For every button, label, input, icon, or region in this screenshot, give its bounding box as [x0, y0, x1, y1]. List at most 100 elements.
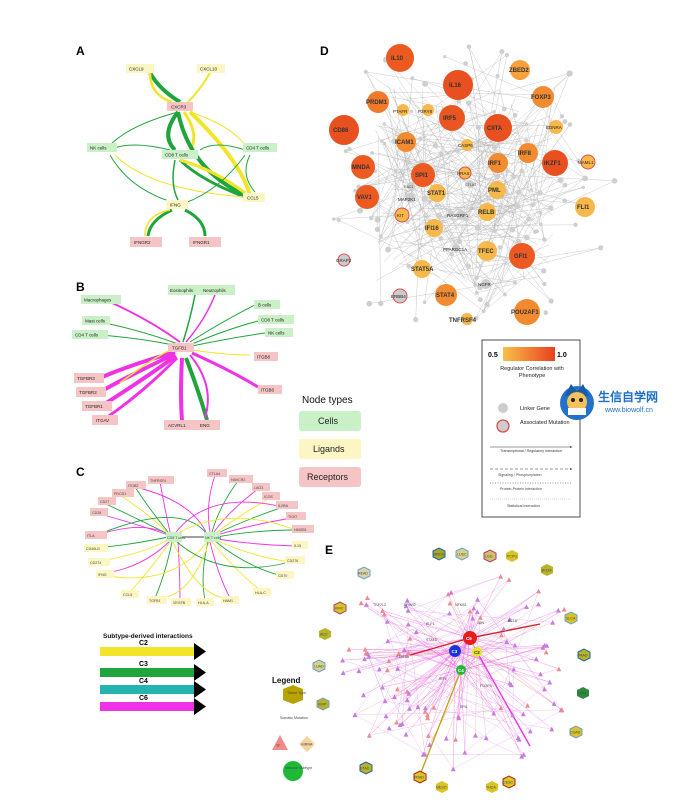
- center-c6: C6: [466, 636, 472, 641]
- itgb2-node: ITGB2: [128, 484, 138, 488]
- tf-node: [499, 632, 504, 638]
- linker-gene-dot: [523, 234, 530, 241]
- tf-node: [427, 742, 432, 747]
- highlight-edge: [476, 651, 531, 747]
- interaction-edge: [392, 231, 410, 267]
- interaction-edge: [459, 191, 529, 220]
- interaction-edge: [421, 205, 519, 210]
- linker-gene-dot: [519, 168, 524, 174]
- regulatory-edge: [460, 658, 537, 671]
- maml1-node: MAML1: [578, 160, 594, 165]
- ccl5-c-node: CCL5: [123, 593, 132, 597]
- linker-gene-dot: [382, 141, 387, 146]
- regulatory-edge: [367, 637, 471, 654]
- linker-gene-dot: [374, 216, 381, 223]
- regulatory-edge: [460, 669, 465, 753]
- interaction-edge: [500, 169, 519, 207]
- regulatory-edge: [493, 590, 539, 714]
- regulatory-edge: [382, 669, 462, 688]
- cxcl9-node: CXCL9: [129, 67, 144, 72]
- nk-cells-node: NK cells: [90, 146, 107, 151]
- e-legend-title: Legend: [272, 676, 301, 685]
- neutrophils-node: Neutrophils: [203, 288, 227, 293]
- tumor-kirp: KIRP: [318, 703, 327, 707]
- regulatory-edge: [387, 640, 550, 683]
- linker-gene-dot: [473, 315, 479, 321]
- interaction-edge: [388, 85, 422, 163]
- regulatory-edge: [354, 714, 425, 755]
- panel-e-tumor-types: BRCA LUSC LGG PCPG SKCM READ KIRC SLCA A…: [312, 547, 591, 793]
- linker-gene-dot: [438, 151, 444, 157]
- scale-caption: Regulator Correlation with Phenotype: [500, 366, 564, 379]
- rasgrf1-node: RASGRF1: [447, 213, 469, 218]
- regulatory-edge: [406, 650, 456, 692]
- linker-gene-dot: [422, 300, 427, 305]
- regulatory-edge: [387, 669, 454, 769]
- tf-stat3: STAT3: [426, 638, 437, 642]
- regulatory-edge: [408, 652, 462, 671]
- linker-gene-dot: [516, 204, 521, 209]
- highlight-edge: [419, 669, 462, 776]
- tf-node: [404, 597, 410, 603]
- tf-node: [397, 722, 403, 727]
- linker-gene-dot: [391, 138, 397, 144]
- legend-c3: C3: [100, 661, 206, 681]
- regulatory-edge: [453, 709, 563, 769]
- regulatory-edge: [407, 650, 456, 700]
- itla-node: ITLA: [87, 534, 95, 538]
- linker-gene-dot: [455, 148, 461, 154]
- regulatory-edge: [425, 707, 552, 730]
- tf-node: [501, 626, 507, 631]
- interaction-edge: [379, 206, 481, 300]
- tf-node: [384, 667, 390, 673]
- interaction-edge: [381, 98, 462, 142]
- regulatory-edge: [388, 610, 471, 661]
- tf-node: [380, 684, 385, 690]
- regulatory-edge: [402, 624, 409, 724]
- cd4-t-cells-b-node: CD4 T cells: [75, 333, 99, 338]
- interaction-edge: [358, 116, 550, 188]
- linker-gene-dot: [422, 80, 429, 87]
- regulatory-edge: [354, 651, 478, 715]
- interaction-edge: [489, 204, 533, 207]
- tf-node: [403, 603, 409, 609]
- tf-node: [550, 619, 556, 625]
- interaction-edge: [505, 190, 544, 233]
- interaction-edge: [393, 121, 399, 142]
- icos-node: ICOS: [264, 495, 273, 499]
- regulatory-edge: [454, 650, 541, 675]
- tf-node: [383, 713, 389, 719]
- regulatory-edge: [458, 607, 474, 718]
- linker-gene-dot: [378, 300, 384, 307]
- relb-node: RELB: [478, 210, 495, 216]
- linker-gene-dot: [562, 182, 568, 188]
- tf-node: [536, 601, 541, 607]
- regulatory-edge: [382, 610, 410, 709]
- tf-node: [510, 712, 516, 718]
- cd28-node: CD28: [92, 511, 101, 515]
- tf-node: [422, 709, 428, 714]
- tf-node: [406, 691, 412, 696]
- panel-d-regulators: IL10 IL16 ZBED2 FOXP3 PRDM1 IRF5 CIITA P…: [329, 44, 596, 325]
- interaction-edge: [415, 153, 442, 268]
- tf-node: [516, 736, 522, 742]
- linker-gene-dot: [582, 175, 588, 182]
- regulatory-edge: [454, 650, 502, 708]
- cd8-t-cells-node: CD8 T cells: [165, 153, 189, 158]
- ciita-node: CIITA: [487, 126, 503, 132]
- linker-gene-dot: [562, 198, 567, 204]
- e-legend-tumor: Tumor Type: [287, 691, 306, 695]
- tgfb1-node: TGFB1: [172, 346, 187, 351]
- regulatory-edge: [460, 609, 565, 671]
- regulatory-edge: [408, 623, 456, 652]
- linker-gene-dot: [581, 185, 585, 190]
- interaction-edge: [378, 121, 469, 267]
- tumor-slca: SLCA: [566, 617, 576, 621]
- linker-gene-dot: [573, 222, 578, 227]
- tf-node: [422, 705, 428, 711]
- eosinophils-node: Eosinophils: [170, 288, 194, 293]
- tf-foxp3: FOXP3: [480, 684, 492, 688]
- interaction-edge: [475, 183, 508, 285]
- tf-node: [506, 577, 512, 582]
- regulatory-edge: [361, 602, 462, 671]
